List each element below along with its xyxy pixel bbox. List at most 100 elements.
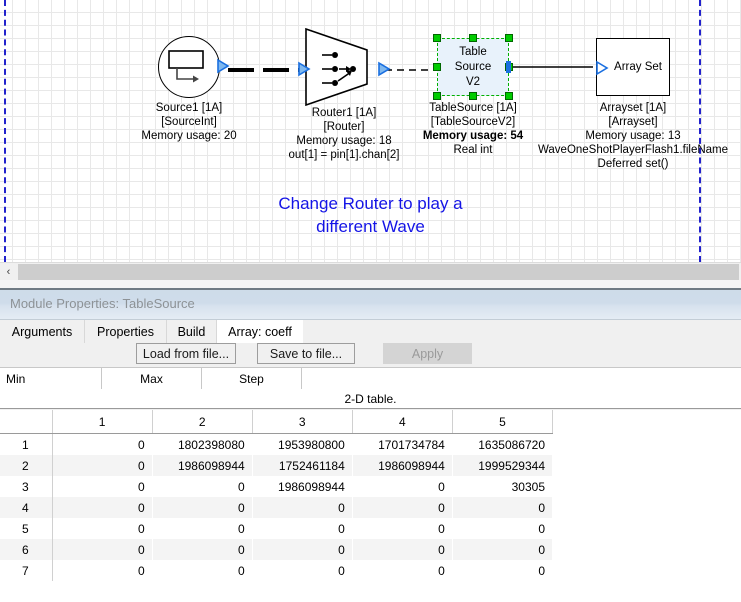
row-index: 3: [0, 476, 52, 497]
cell[interactable]: 0: [352, 518, 452, 539]
cell[interactable]: 0: [152, 518, 252, 539]
row-index: 6: [0, 539, 52, 560]
router1-output-port[interactable]: [377, 61, 391, 77]
table-row: 600000: [0, 539, 553, 560]
cell[interactable]: 1986098944: [152, 455, 252, 476]
canvas-horizontal-scrollbar[interactable]: ‹: [0, 262, 741, 281]
tablesource-output-port[interactable]: [505, 60, 513, 74]
panel-tabstrip: Arguments Properties Build Array: coeff: [0, 320, 741, 343]
grid-col-header-1[interactable]: 1: [52, 410, 152, 434]
cell[interactable]: 1752461184: [252, 455, 352, 476]
cell[interactable]: 1635086720: [452, 434, 552, 456]
node-router1[interactable]: Router1 [1A] [Router] Memory usage: 18 o…: [305, 28, 383, 106]
node-arrayset-label: Arrayset [1A] [Arrayset] Memory usage: 1…: [538, 101, 728, 171]
table-row: 3001986098944030305: [0, 476, 553, 497]
cell[interactable]: 0: [252, 497, 352, 518]
tablesource-body-text: Table Source V2: [437, 38, 509, 96]
node-source1-label: Source1 [1A] [SourceInt] Memory usage: 2…: [141, 101, 236, 143]
cell[interactable]: 1701734784: [352, 434, 452, 456]
resize-handle-top-left[interactable]: [433, 34, 441, 42]
node-tablesource-label: TableSource [1A] [TableSourceV2] Memory …: [423, 101, 523, 157]
row-index: 7: [0, 560, 52, 581]
panel-titlebar: Module Properties: TableSource: [0, 290, 741, 320]
grid-corner-header[interactable]: [0, 410, 52, 434]
cell[interactable]: 0: [452, 518, 552, 539]
scrollbar-thumb[interactable]: [18, 264, 739, 280]
grid-col-header-4[interactable]: 4: [352, 410, 452, 434]
row-index: 1: [0, 434, 52, 456]
cell[interactable]: 0: [252, 518, 352, 539]
resize-handle-bottom-right[interactable]: [505, 92, 513, 100]
panel-title: Module Properties: TableSource: [10, 296, 195, 311]
cell[interactable]: 1986098944: [352, 455, 452, 476]
table-row: 1018023980801953980800170173478416350867…: [0, 434, 553, 456]
diagram-canvas[interactable]: Source1 [1A] [SourceInt] Memory usage: 2…: [0, 0, 741, 262]
router1-input-port[interactable]: [297, 61, 311, 77]
scroll-left-arrow-icon[interactable]: ‹: [0, 263, 17, 281]
cell[interactable]: 0: [252, 539, 352, 560]
cell[interactable]: 1953980800: [252, 434, 352, 456]
cell[interactable]: 0: [452, 539, 552, 560]
grid-header-row: 1 2 3 4 5: [0, 410, 553, 434]
cell[interactable]: 0: [352, 497, 452, 518]
arrayset-input-port[interactable]: [595, 60, 609, 76]
module-properties-panel: Module Properties: TableSource Arguments…: [0, 288, 741, 600]
resize-handle-middle-left[interactable]: [433, 63, 441, 71]
min-field[interactable]: Min: [0, 368, 102, 389]
grid-col-header-5[interactable]: 5: [452, 410, 552, 434]
tab-properties[interactable]: Properties: [85, 320, 167, 343]
cell[interactable]: 0: [152, 497, 252, 518]
router-icon: [305, 28, 383, 106]
min-max-step-row: Min Max Step: [0, 367, 741, 389]
cell[interactable]: 1802398080: [152, 434, 252, 456]
table-row: 700000: [0, 560, 553, 581]
node-arrayset[interactable]: Array Set Arrayset [1A] [Arrayset] Memor…: [596, 38, 670, 96]
cell[interactable]: 0: [52, 455, 152, 476]
cell[interactable]: 0: [352, 539, 452, 560]
node-source1[interactable]: Source1 [1A] [SourceInt] Memory usage: 2…: [158, 36, 220, 98]
cell[interactable]: 0: [52, 539, 152, 560]
cell[interactable]: 0: [352, 560, 452, 581]
row-index: 4: [0, 497, 52, 518]
array-grid-container[interactable]: 1 2 3 4 5 101802398080195398080017017347…: [0, 410, 741, 602]
grid-col-header-3[interactable]: 3: [252, 410, 352, 434]
cell[interactable]: 0: [52, 434, 152, 456]
tab-arguments[interactable]: Arguments: [0, 320, 85, 343]
table-row: 2019860989441752461184198609894419995293…: [0, 455, 553, 476]
panel-toolbar: Load from file... Save to file... Apply: [0, 343, 741, 365]
canvas-annotation-text[interactable]: Change Router to play a different Wave: [0, 192, 741, 238]
resize-handle-top-center[interactable]: [469, 34, 477, 42]
cell[interactable]: 0: [452, 497, 552, 518]
save-to-file-button[interactable]: Save to file...: [257, 343, 355, 364]
resize-handle-top-right[interactable]: [505, 34, 513, 42]
resize-handle-bottom-center[interactable]: [469, 92, 477, 100]
cell[interactable]: 0: [152, 476, 252, 497]
cell[interactable]: 0: [52, 476, 152, 497]
cell[interactable]: 1986098944: [252, 476, 352, 497]
source1-output-port[interactable]: [216, 58, 230, 74]
tab-build[interactable]: Build: [167, 320, 217, 343]
node-tablesource[interactable]: Table Source V2 TableSource [1A] [TableS…: [437, 38, 509, 96]
cell[interactable]: 30305: [452, 476, 552, 497]
max-field[interactable]: Max: [102, 368, 202, 389]
cell[interactable]: 0: [52, 560, 152, 581]
grid-col-header-2[interactable]: 2: [152, 410, 252, 434]
node-router1-label: Router1 [1A] [Router] Memory usage: 18 o…: [289, 106, 400, 162]
load-from-file-button[interactable]: Load from file...: [136, 343, 236, 364]
cell[interactable]: 0: [152, 560, 252, 581]
resize-handle-bottom-left[interactable]: [433, 92, 441, 100]
cell[interactable]: 0: [152, 539, 252, 560]
tab-array-coeff[interactable]: Array: coeff: [217, 320, 303, 343]
step-field[interactable]: Step: [202, 368, 302, 389]
table-caption: 2-D table.: [0, 389, 741, 409]
canvas-bottom-filler: [0, 280, 741, 288]
cell[interactable]: 0: [352, 476, 452, 497]
array-grid: 1 2 3 4 5 101802398080195398080017017347…: [0, 410, 553, 581]
cell[interactable]: 0: [252, 560, 352, 581]
cell[interactable]: 0: [52, 518, 152, 539]
mms-spacer: [302, 368, 741, 389]
cell[interactable]: 0: [52, 497, 152, 518]
cell[interactable]: 1999529344: [452, 455, 552, 476]
apply-button[interactable]: Apply: [383, 343, 472, 364]
cell[interactable]: 0: [452, 560, 552, 581]
